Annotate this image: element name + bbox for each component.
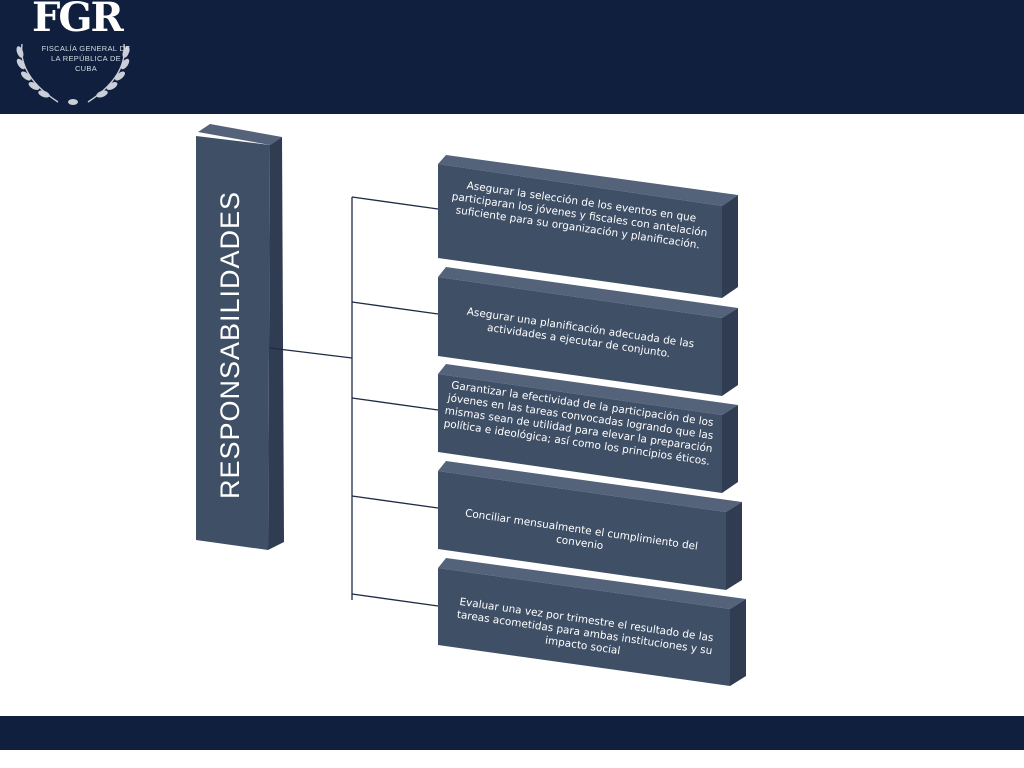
laurel-wreath-icon: [16, 43, 130, 105]
item-box-5: [438, 558, 746, 686]
item-box-2: [438, 267, 738, 396]
header-bar: FGR FISCALÍA GENERAL DE LA REPÚBLICA DE …: [0, 0, 1024, 114]
connector-lines: [269, 196, 439, 607]
item-box-3: [438, 364, 738, 493]
logo-initials: FGR: [32, 0, 124, 41]
item-box-4: [438, 461, 742, 590]
logo-subtitle: FISCALÍA GENERAL DE LA REPÚBLICA DE CUBA: [41, 44, 131, 73]
fgr-logo: FGR FISCALÍA GENERAL DE LA REPÚBLICA DE …: [8, 0, 138, 110]
root-label: RESPONSABILIDADES: [215, 190, 245, 500]
item-box-1: [438, 155, 738, 298]
root-bar: [196, 124, 284, 550]
footer-bar: [0, 716, 1024, 750]
